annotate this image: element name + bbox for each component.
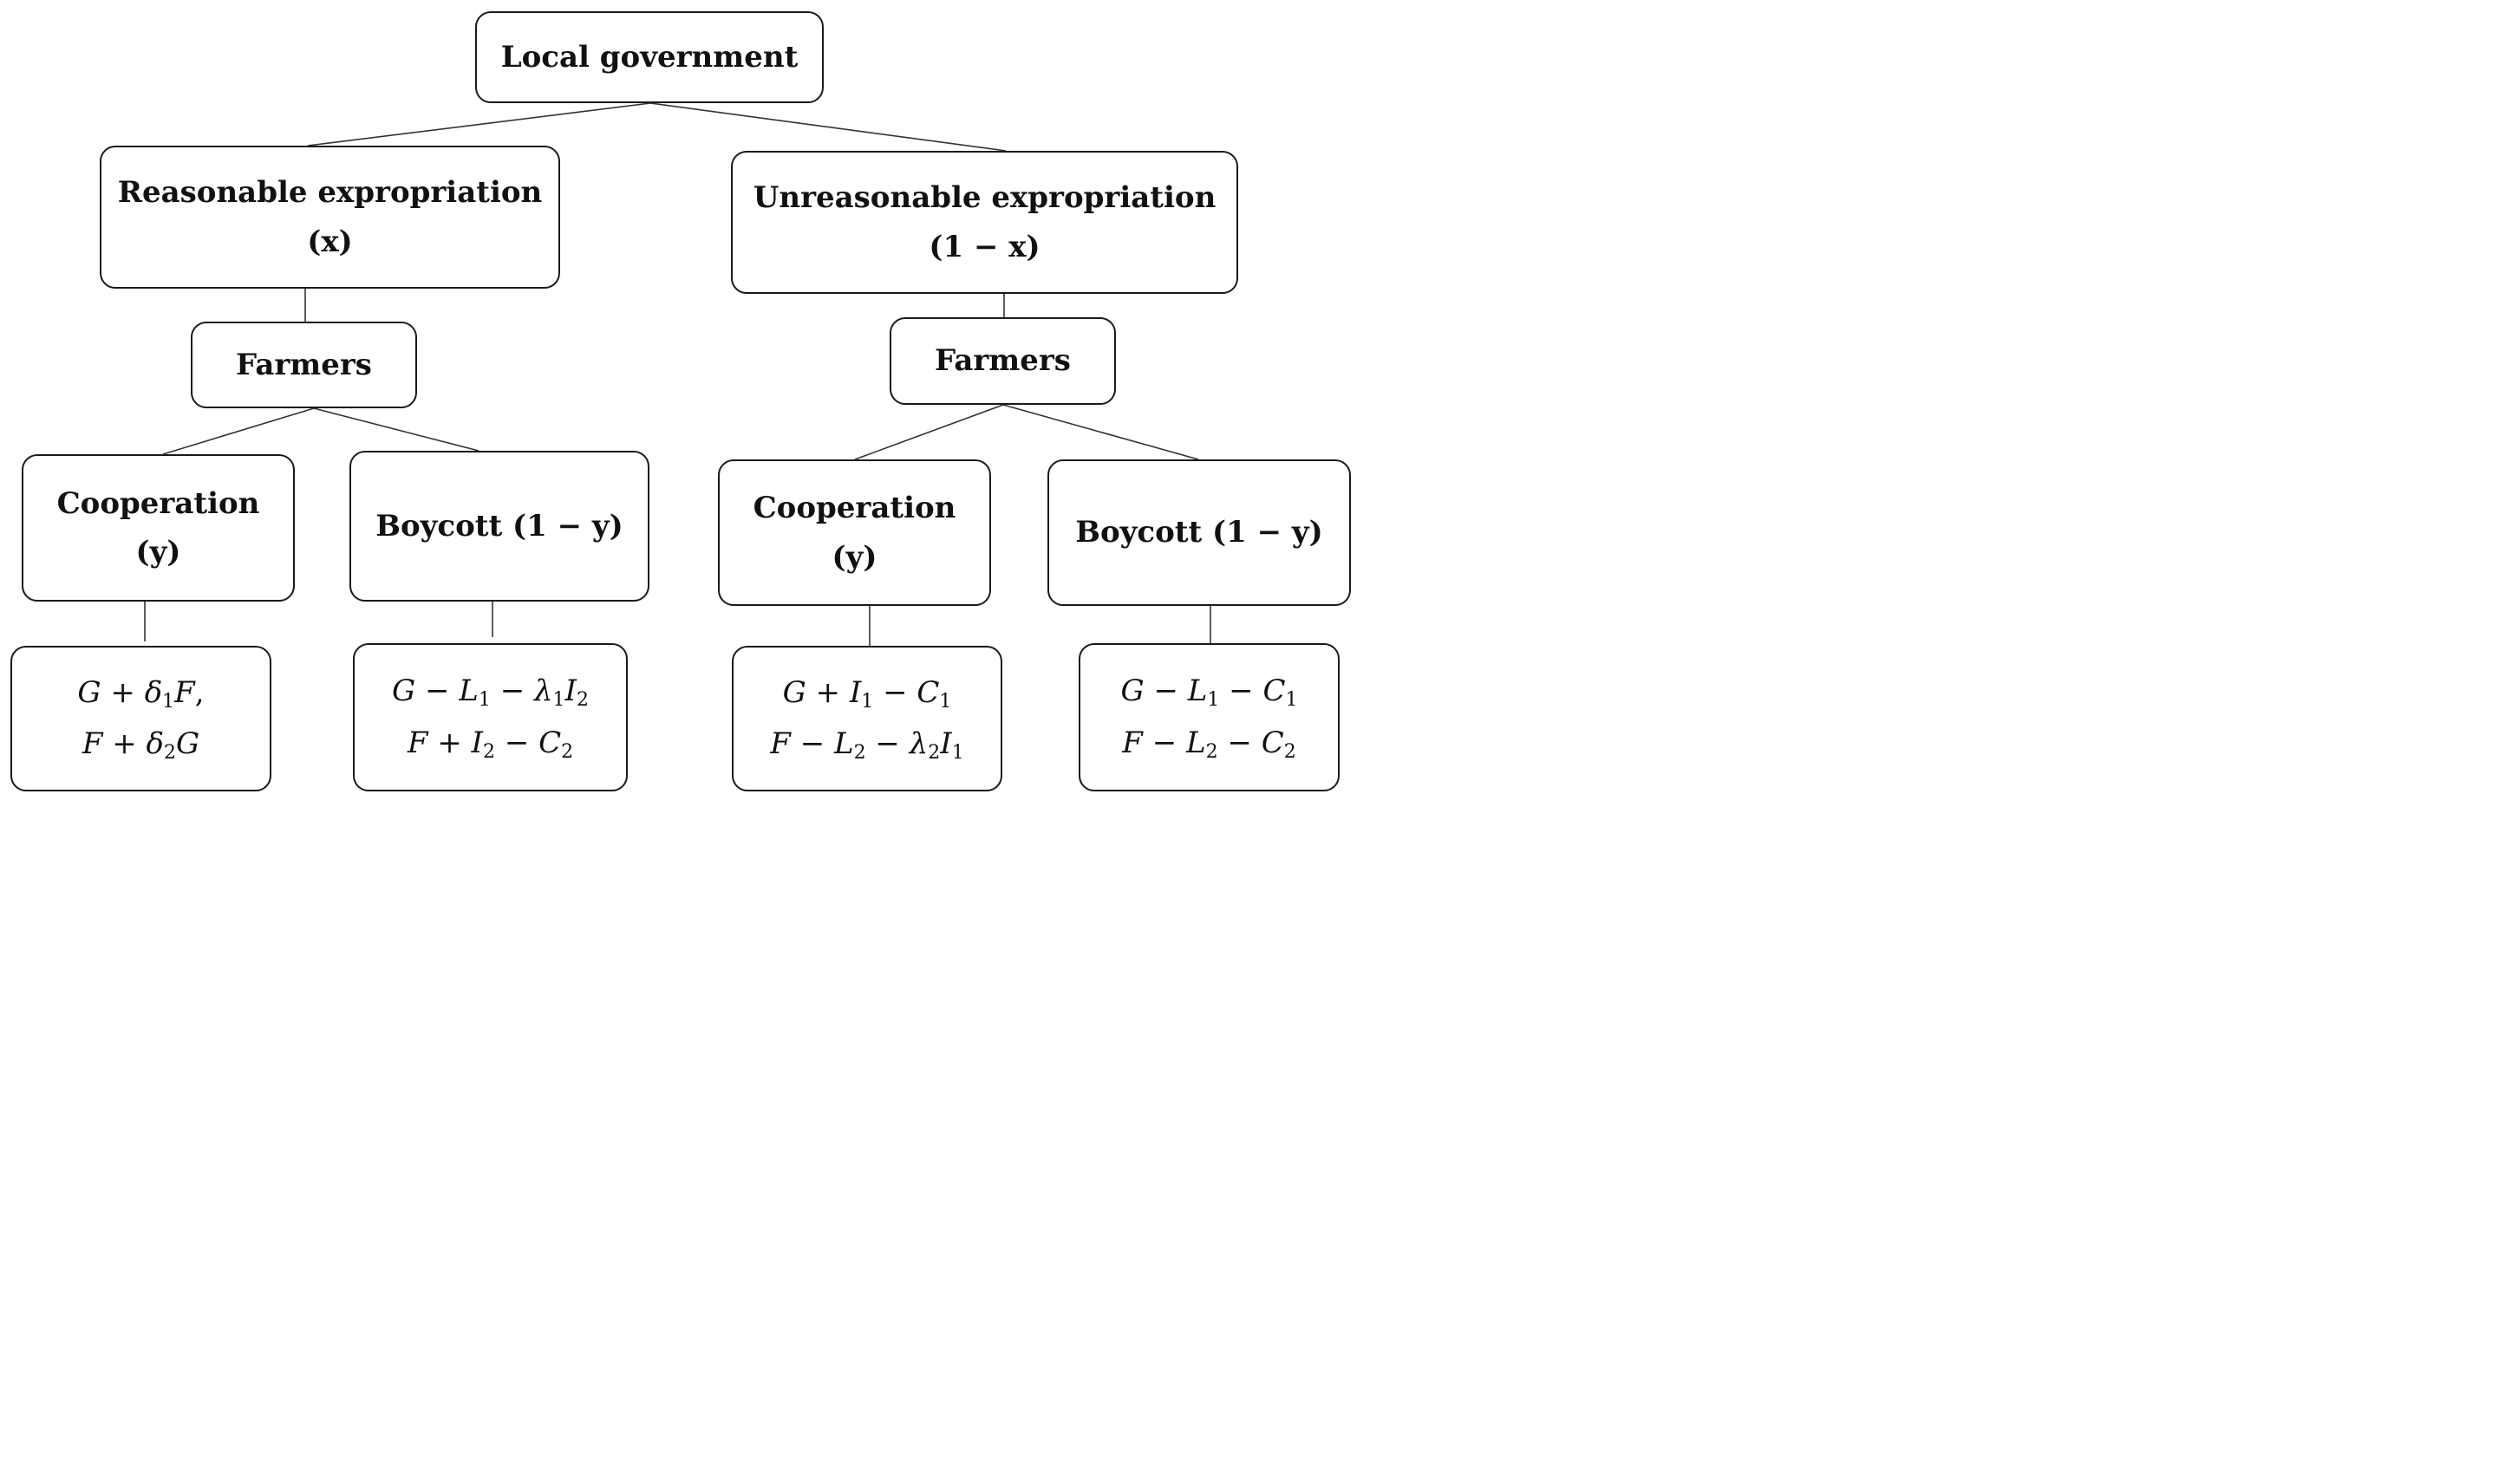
connector-lines (144, 102, 1211, 646)
payoff-node-2: G − L1 − λ1I2 F + I2 − C2 (353, 643, 628, 791)
unreasonable-expropriation-label: Unreasonable expropriation (753, 180, 1217, 216)
cooperation-probability: (y) (135, 535, 181, 570)
edge-root-reasonable (307, 102, 651, 146)
cooperation-node-left: Cooperation (y) (22, 454, 295, 602)
unreasonable-expropriation-probability: (1 − x) (929, 229, 1040, 264)
payoff-node-1: G + δ1F, F + δ2G (10, 646, 271, 791)
farmers-payoff: F − L2 − C2 (1122, 725, 1296, 763)
edge-farmers1-boycott (313, 407, 479, 452)
local-government-label: Local government (500, 39, 799, 75)
farmers-payoff: F + δ2G (82, 726, 200, 764)
government-payoff: G + δ1F, (77, 674, 205, 713)
farmers-label: Farmers (935, 343, 1071, 379)
farmers-label: Farmers (236, 347, 372, 382)
unreasonable-expropriation-node: Unreasonable expropriation (1 − x) (731, 151, 1238, 294)
payoff-node-4: G − L1 − C1 F − L2 − C2 (1079, 643, 1340, 791)
edge-farmers2-cooperation (854, 404, 1004, 460)
government-payoff: G + I1 − C1 (782, 674, 952, 713)
farmers-node-right: Farmers (890, 317, 1116, 405)
local-government-node: Local government (475, 11, 824, 103)
government-payoff: G − L1 − λ1I2 (392, 674, 589, 711)
farmers-payoff: F − L2 − λ2I1 (770, 726, 964, 764)
boycott-node-left: Boycott (1 − y) (349, 451, 649, 602)
reasonable-expropriation-label: Reasonable expropriation (117, 175, 543, 211)
reasonable-expropriation-node: Reasonable expropriation (x) (100, 146, 560, 289)
reasonable-expropriation-probability: (x) (307, 224, 353, 259)
edge-root-unreasonable (649, 102, 1007, 152)
edge-farmers2-boycott (1002, 404, 1199, 460)
farmers-node-left: Farmers (191, 322, 417, 408)
boycott-node-right: Boycott (1 − y) (1047, 459, 1351, 606)
edge-farmers1-cooperation (162, 407, 315, 455)
payoff-node-3: G + I1 − C1 F − L2 − λ2I1 (732, 646, 1002, 791)
cooperation-label: Cooperation (753, 491, 956, 526)
cooperation-probability: (y) (832, 539, 877, 575)
cooperation-node-right: Cooperation (y) (718, 459, 991, 606)
farmers-payoff: F + I2 − C2 (407, 725, 574, 763)
cooperation-label: Cooperation (56, 485, 260, 521)
boycott-label: Boycott (1 − y) (1075, 515, 1323, 550)
government-payoff: G − L1 − C1 (1120, 674, 1298, 711)
boycott-label: Boycott (1 − y) (375, 508, 623, 543)
